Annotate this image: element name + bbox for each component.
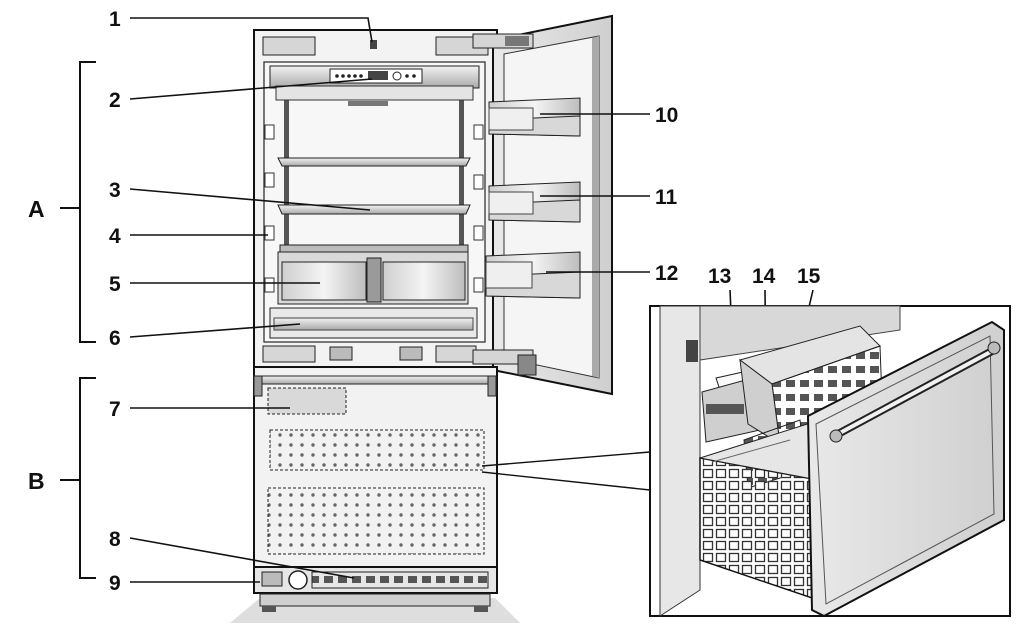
lower-freezer-drawer bbox=[267, 487, 485, 555]
callout-5: 5 bbox=[109, 273, 121, 296]
glass-shelf-upper bbox=[277, 157, 471, 167]
callout-6: 6 bbox=[109, 327, 121, 350]
refrigerator-door bbox=[472, 14, 613, 396]
callout-12: 12 bbox=[655, 262, 678, 285]
bracket-a bbox=[60, 61, 96, 343]
crisper-drawers bbox=[277, 251, 469, 305]
freezer-drawer-detail bbox=[649, 305, 1011, 618]
callout-9: 9 bbox=[109, 572, 121, 595]
callout-13: 13 bbox=[708, 265, 731, 288]
light-sensor bbox=[370, 40, 377, 49]
section-label-b: B bbox=[28, 468, 45, 494]
freezer-compartment bbox=[253, 366, 498, 612]
callout-15: 15 bbox=[797, 265, 821, 288]
upper-freezer-drawer bbox=[269, 429, 485, 471]
ice-maker-outline bbox=[267, 387, 347, 415]
upper-basket bbox=[738, 325, 883, 445]
callout-7: 7 bbox=[109, 398, 121, 421]
callout-8: 8 bbox=[109, 528, 121, 551]
callout-1: 1 bbox=[109, 8, 121, 31]
bracket-b bbox=[60, 377, 96, 579]
callout-11: 11 bbox=[655, 186, 678, 209]
door-bin-middle bbox=[488, 181, 581, 223]
glass-shelf-middle bbox=[277, 204, 471, 215]
door-bin-lower bbox=[485, 251, 581, 299]
detail-connector-lines bbox=[481, 451, 651, 491]
refrigerator-compartment bbox=[253, 29, 498, 368]
callout-labels: 1 2 3 4 5 6 7 8 9 10 11 12 13 14 15 bbox=[109, 8, 821, 595]
callout-10: 10 bbox=[655, 104, 678, 127]
callout-2: 2 bbox=[109, 89, 121, 112]
side-light-left bbox=[264, 225, 275, 241]
section-label-a: A bbox=[28, 196, 45, 222]
control-panel bbox=[269, 65, 480, 106]
ventilation-grille bbox=[253, 566, 498, 594]
freezer-handle bbox=[257, 375, 495, 385]
door-bin-upper bbox=[488, 97, 581, 137]
callout-4: 4 bbox=[109, 225, 121, 248]
callout-3: 3 bbox=[109, 179, 121, 202]
chiller-drawer bbox=[269, 307, 478, 339]
callout-14: 14 bbox=[752, 265, 776, 288]
freezer-drawer-front bbox=[806, 320, 1005, 618]
